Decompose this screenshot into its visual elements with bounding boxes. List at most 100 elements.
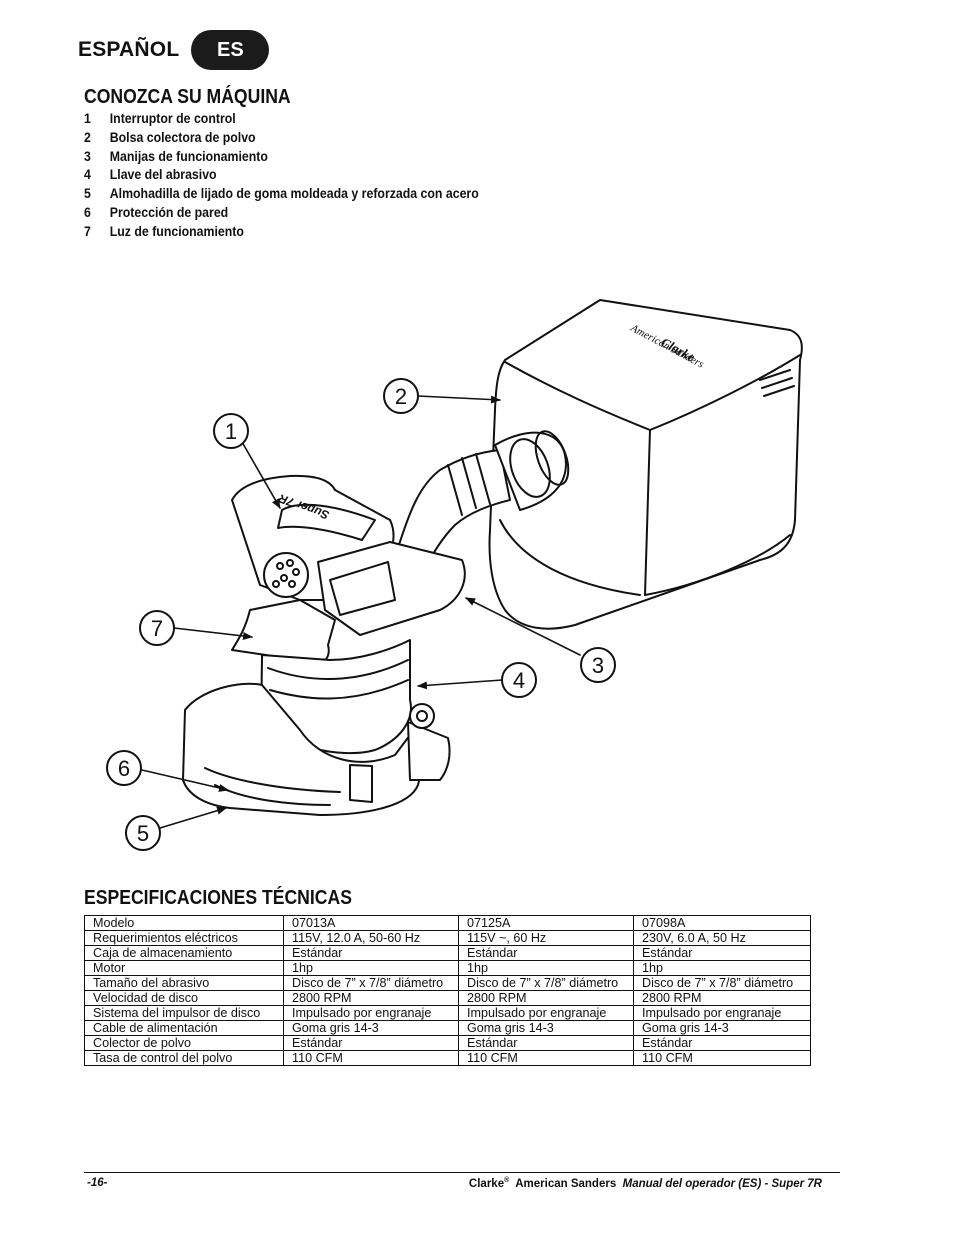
table-cell: 115V ~, 60 Hz	[458, 930, 634, 946]
item-number: 1	[84, 111, 91, 126]
callout-number: 7	[151, 616, 163, 641]
table-cell: Tasa de control del polvo	[84, 1050, 284, 1066]
table-cell: Colector de polvo	[84, 1035, 284, 1051]
footer-company: American Sanders	[515, 1177, 617, 1190]
item-label: Interruptor de control	[109, 111, 236, 126]
table-cell: Estándar	[633, 945, 811, 961]
table-cell: Impulsado por engranaje	[283, 1005, 459, 1021]
item-number: 4	[84, 167, 91, 183]
table-cell: 2800 RPM	[283, 990, 459, 1006]
item-label: Llave del abrasivo	[109, 167, 217, 183]
callout-2: 2	[383, 378, 419, 414]
table-cell: Tamaño del abrasivo	[84, 975, 284, 991]
item-number: 6	[84, 204, 91, 220]
callout-5: 5	[125, 815, 161, 851]
table-cell: Motor	[84, 960, 284, 976]
table-cell: 115V, 12.0 A, 50-60 Hz	[283, 930, 459, 946]
table-cell: Disco de 7” x 7/8” diámetro	[458, 975, 634, 991]
table-cell: Impulsado por engranaje	[458, 1005, 634, 1021]
hose-illustration	[397, 430, 570, 576]
table-cell: Disco de 7” x 7/8” diámetro	[633, 975, 811, 991]
callout-1: 1	[213, 413, 249, 449]
table-cell: 1hp	[283, 960, 459, 976]
footer-manual-name: Manual del operador (ES) - Super 7R	[622, 1177, 822, 1190]
table-cell: Estándar	[633, 1035, 811, 1051]
table-cell: Velocidad de disco	[84, 990, 284, 1006]
table-cell: Caja de almacenamiento	[84, 945, 284, 961]
table-cell: 110 CFM	[458, 1050, 634, 1066]
table-cell: 2800 RPM	[458, 990, 634, 1006]
callout-number: 4	[513, 668, 525, 693]
language-badge: ES	[191, 30, 270, 70]
table-cell: Requerimientos eléctricos	[84, 930, 284, 946]
footer-brand: Clarke	[468, 1177, 505, 1190]
specs-title: ESPECIFICACIONES TÉCNICAS	[84, 887, 352, 909]
table-cell: Sistema del impulsor de disco	[84, 1005, 284, 1021]
table-cell: Cable de alimentación	[84, 1020, 284, 1036]
table-cell: Impulsado por engranaje	[633, 1005, 811, 1021]
callout-number: 2	[395, 384, 407, 409]
table-cell: Estándar	[283, 945, 459, 961]
list-item: 5 Almohadilla de lijado de goma moldeada …	[84, 185, 479, 204]
language-label: ESPAÑOL	[78, 38, 180, 61]
item-label: Bolsa colectora de polvo	[109, 129, 256, 145]
item-number: 5	[84, 186, 91, 202]
table-cell: Estándar	[458, 945, 634, 961]
list-item: 1 Interruptor de control	[84, 110, 479, 129]
table-cell: Modelo	[84, 915, 284, 931]
footer-divider	[84, 1172, 840, 1173]
callout-7: 7	[139, 610, 175, 646]
parts-list: 1 Interruptor de control 2 Bolsa colectora…	[84, 110, 513, 242]
list-item: 4 Llave del abrasivo	[84, 166, 479, 185]
callout-number: 5	[137, 821, 149, 846]
table-cell: Estándar	[458, 1035, 634, 1051]
list-item: 6 Protección de pared	[84, 204, 479, 223]
dust-bag-illustration: Clarke American Sanders	[488, 299, 803, 630]
callout-3: 3	[580, 647, 616, 683]
list-item: 7 Luz de funcionamiento	[84, 223, 479, 242]
table-cell: Goma gris 14-3	[458, 1020, 634, 1036]
item-label: Manijas de funcionamiento	[109, 148, 268, 164]
table-cell: 1hp	[633, 960, 811, 976]
table-cell: 110 CFM	[283, 1050, 459, 1066]
callout-4: 4	[501, 662, 537, 698]
callout-number: 1	[225, 419, 237, 444]
table-cell: Goma gris 14-3	[633, 1020, 811, 1036]
callout-number: 6	[118, 756, 130, 781]
table-cell: 07098A	[633, 915, 811, 931]
table-cell: Goma gris 14-3	[283, 1020, 459, 1036]
item-number: 7	[84, 223, 91, 239]
sander-diagram: Clarke American Sanders Super 7R	[106, 299, 803, 851]
footer-manual-title: Clarke® American Sanders Manual del oper…	[469, 1177, 822, 1190]
table-cell: Disco de 7” x 7/8” diámetro	[283, 975, 459, 991]
item-label: Almohadilla de lijado de goma moldeada y…	[109, 186, 479, 202]
parts-title: CONOZCA SU MÁQUINA	[84, 86, 291, 108]
registered-mark: ®	[504, 1177, 510, 1184]
item-label: Luz de funcionamiento	[109, 223, 244, 239]
item-label: Protección de pared	[109, 204, 229, 220]
table-cell: 230V, 6.0 A, 50 Hz	[633, 930, 811, 946]
page-number: -16-	[87, 1177, 108, 1189]
item-number: 2	[84, 129, 91, 145]
table-cell: 07013A	[283, 915, 459, 931]
table-cell: 1hp	[458, 960, 634, 976]
table-cell: 07125A	[458, 915, 634, 931]
list-item: 2 Bolsa colectora de polvo	[84, 129, 479, 148]
table-cell: 110 CFM	[633, 1050, 811, 1066]
table-cell: Estándar	[283, 1035, 459, 1051]
table-cell: 2800 RPM	[633, 990, 811, 1006]
language-header: ESPAÑOL ES	[78, 30, 270, 70]
callout-6: 6	[106, 750, 142, 786]
